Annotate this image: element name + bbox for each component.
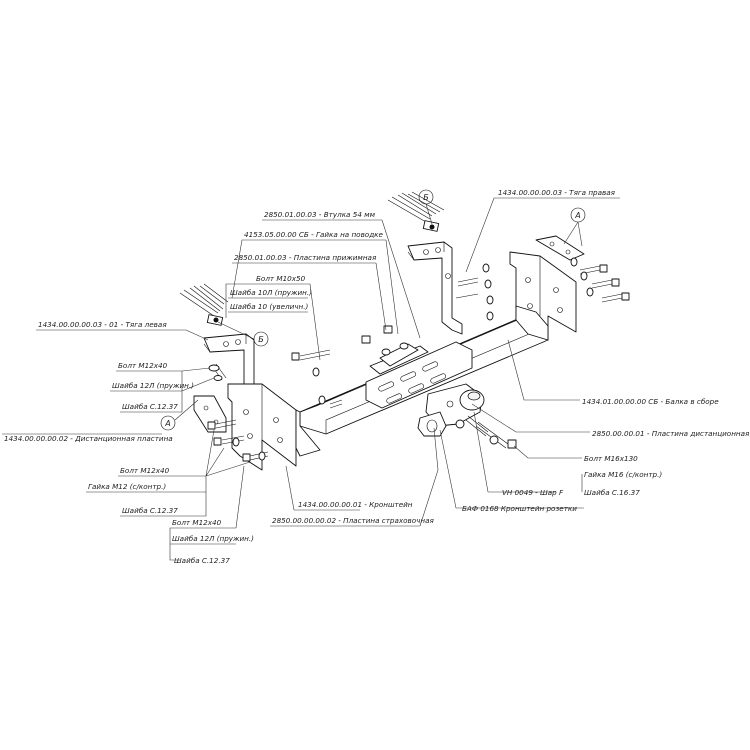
- label-right-tie-rod: 1434.00.00.00.03 - Тяга правая: [498, 188, 616, 197]
- leader-lines: [2, 197, 620, 561]
- left-distance-plate: [193, 395, 227, 433]
- left-tie-rod-group: [179, 283, 297, 471]
- label-tow-ball: VH 0049 - Шар F: [502, 488, 564, 497]
- label-washer-12l-1: Шайба 12Л (пружин.): [112, 381, 194, 390]
- label-washer-c16: Шайба С.16.37: [584, 488, 640, 497]
- right-tie-rod-group: [387, 191, 630, 341]
- labels: 1434.00.00.00.03 - Тяга правая 2850.01.0…: [4, 188, 750, 565]
- svg-text:А: А: [164, 419, 170, 428]
- callout-b-left: Б: [217, 321, 269, 347]
- label-beam: 1434.01.00.00.00 СБ - Балка в сборе: [582, 397, 719, 406]
- right-tie-rod: [407, 241, 463, 335]
- label-washer-c12-1: Шайба С.12.37: [122, 402, 178, 411]
- label-bracket: 1434.00.00.00.01 - Кронштейн: [298, 500, 413, 509]
- label-washer-10l: Шайба 10Л (пружин.): [230, 288, 312, 297]
- label-nut-m12: Гайка М12 (с/контр.): [88, 482, 166, 491]
- tow-ball: [417, 383, 517, 449]
- label-washer-c12-2: Шайба С.12.37: [122, 506, 178, 515]
- label-bushing: 2850.01.00.03 - Втулка 54 мм: [264, 210, 376, 219]
- label-washer-c12-3: Шайба С.12.37: [174, 556, 230, 565]
- label-distance-plate-left: 1434.00.00.00.02 - Дистанционная пластин…: [4, 434, 173, 443]
- label-bolt-m16: Болт М16х130: [584, 454, 638, 463]
- label-socket-bracket: БАФ 0168 Кронштейн розетки: [462, 504, 577, 513]
- left-bolts: [207, 363, 269, 462]
- label-nut-m16: Гайка М16 (с/контр.): [584, 470, 662, 479]
- label-left-tie-rod: 1434.00.00.00.03 - 01 - Тяга левая: [38, 320, 167, 329]
- center-mount-plate: [291, 325, 473, 409]
- svg-text:Б: Б: [258, 335, 264, 344]
- label-bolt-m12-2: Болт М12х40: [120, 466, 170, 475]
- callout-b-top: Б: [418, 189, 434, 225]
- label-distance-plate-right: 2850.00.00.01 - Пластина дистанционная: [592, 429, 750, 438]
- label-washer-10: Шайба 10 (увеличн.): [230, 302, 309, 311]
- label-clamp-plate: 2850.01.00.03 - Пластина прижимная: [234, 253, 377, 262]
- right-bolts: [455, 257, 630, 321]
- label-bolt-m12-1: Болт М12х40: [118, 361, 168, 370]
- callout-a-right: А: [563, 207, 586, 247]
- right-distance-plate: [535, 235, 585, 261]
- right-cable-ties: [387, 191, 445, 232]
- label-safety-plate: 2850.00.00.00.02 - Пластина страховочная: [272, 516, 435, 525]
- callout-a-left: А: [160, 399, 199, 431]
- label-bolt-m12-3: Болт М12х40: [172, 518, 222, 527]
- label-bolt-m10: Болт М10х50: [256, 274, 306, 283]
- svg-text:А: А: [574, 211, 580, 220]
- left-bracket-plate: [227, 383, 297, 471]
- label-washer-12l-3: Шайба 12Л (пружин.): [172, 534, 254, 543]
- label-nut-lead: 4153.05.00.00 СБ - Гайка на поводке: [244, 230, 384, 239]
- left-cable-ties: [179, 283, 229, 326]
- svg-text:Б: Б: [423, 193, 429, 202]
